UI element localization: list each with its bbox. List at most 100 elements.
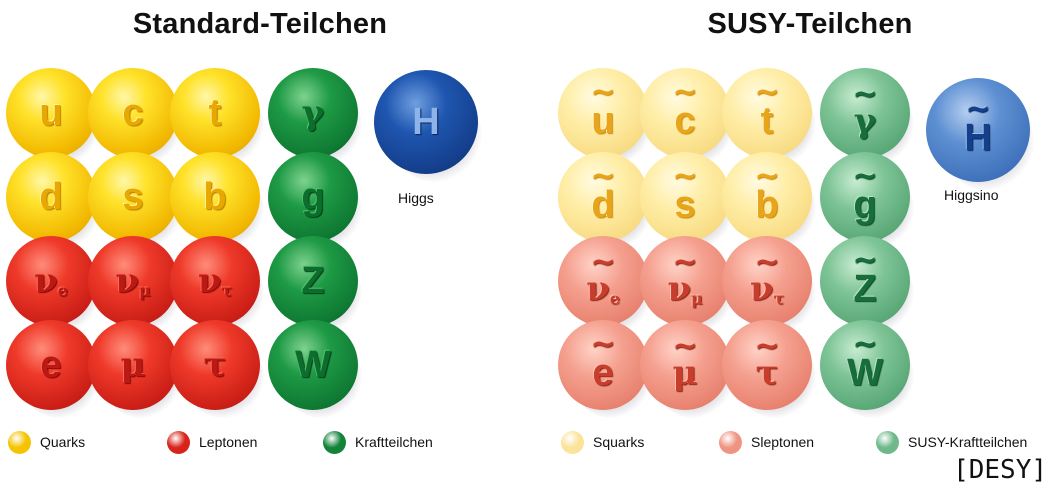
- legend-swatch: [167, 430, 190, 454]
- particle-sphere: g: [268, 152, 358, 242]
- particle-sphere: ~γ: [820, 68, 910, 158]
- legend-label: Quarks: [40, 434, 86, 450]
- standard-legend-item: Leptonen: [167, 430, 257, 454]
- particle-symbol: e: [40, 344, 62, 386]
- particle-symbol: μ: [120, 345, 146, 385]
- tilde-mark: ~: [754, 329, 780, 364]
- legend-label: Leptonen: [199, 434, 258, 450]
- higgs-symbol: H: [412, 101, 440, 143]
- particle-sphere: ~e: [558, 320, 648, 410]
- particle-sphere: b: [170, 152, 260, 242]
- legend-swatch: [323, 430, 346, 454]
- particle-sphere: ~c: [640, 68, 730, 158]
- susy-particle-r2-c3: ~b: [722, 152, 816, 250]
- particle-symbol: t: [760, 100, 774, 142]
- legend-swatch: [876, 430, 899, 454]
- particle-sphere: ντ: [170, 236, 260, 326]
- susy-particle-r2-c2: ~s: [640, 152, 734, 250]
- higgsino-caption: Higgsino: [944, 187, 999, 203]
- particle-sphere: ~t: [722, 68, 812, 158]
- tilde-mark: ~: [852, 327, 878, 362]
- particle-sphere: ~g: [820, 152, 910, 242]
- particle-symbol: ντ: [197, 260, 233, 301]
- particle-symbol: b: [203, 176, 227, 218]
- particle-symbol: c: [122, 92, 144, 134]
- tilde-mark: ~: [672, 75, 698, 110]
- tilde-mark: ~: [754, 244, 780, 280]
- particle-subscript: μ: [138, 280, 151, 300]
- legend-label: Sleptonen: [751, 434, 815, 450]
- standard-particle-r1-c2: c: [88, 68, 182, 166]
- particle-subscript: μ: [690, 288, 703, 308]
- susy-particle-r1-c3: ~t: [722, 68, 816, 166]
- particle-symbol: t: [208, 92, 222, 134]
- standard-particles-title: Standard-Teilchen: [132, 8, 388, 40]
- particle-sphere: ~W: [820, 320, 910, 410]
- particle-sphere: νμ: [88, 236, 178, 326]
- standard-particle-r3-c3: ντ: [170, 236, 264, 334]
- particle-symbol: γ: [853, 101, 877, 141]
- standard-particle-r1-c4: γ: [268, 68, 362, 166]
- particle-symbol: u: [39, 92, 63, 134]
- higgs-caption: Higgs: [398, 190, 434, 206]
- standard-particle-r1-c3: t: [170, 68, 264, 166]
- particle-subscript: τ: [773, 288, 785, 308]
- source-credit: [DESY]: [953, 455, 1047, 485]
- legend-swatch: [8, 430, 31, 454]
- particle-sphere: e: [6, 320, 96, 410]
- standard-legend-item: Quarks: [8, 430, 85, 454]
- susy-particle-r2-c1: ~d: [558, 152, 652, 250]
- tilde-mark: ~: [672, 159, 698, 194]
- particle-symbol: μ: [672, 353, 698, 393]
- particle-symbol: τ: [203, 345, 227, 385]
- susy-particle-r2-c4: ~g: [820, 152, 914, 250]
- standard-particle-r2-c2: s: [88, 152, 182, 250]
- particle-sphere: ~d: [558, 152, 648, 242]
- tilde-mark: ~: [852, 77, 878, 112]
- particle-symbol: g: [853, 184, 877, 226]
- standard-particle-r4-c3: τ: [170, 320, 264, 418]
- particle-sphere: u: [6, 68, 96, 158]
- susy-legend-item: Squarks: [561, 430, 644, 454]
- standard-particle-r4-c1: e: [6, 320, 100, 418]
- particle-sphere: W: [268, 320, 358, 410]
- particle-symbol: d: [39, 176, 63, 218]
- tilde-mark: ~: [754, 75, 780, 110]
- particle-sphere: t: [170, 68, 260, 158]
- standard-particle-r1-c1: u: [6, 68, 100, 166]
- standard-particle-r2-c3: b: [170, 152, 264, 250]
- higgsino-symbol: H: [964, 117, 992, 159]
- particle-symbol: b: [755, 184, 779, 226]
- particle-sphere: c: [88, 68, 178, 158]
- particle-symbol: ντ: [749, 268, 785, 309]
- susy-particle-r3-c3: ~ντ: [722, 236, 816, 334]
- particle-sphere: s: [88, 152, 178, 242]
- susy-particle-r1-c2: ~c: [640, 68, 734, 166]
- particle-symbol: νe: [34, 260, 68, 301]
- particle-sphere: γ: [268, 68, 358, 158]
- standard-particle-r3-c2: νμ: [88, 236, 182, 334]
- tilde-mark: ~: [590, 244, 616, 280]
- susy-particle-r1-c1: ~u: [558, 68, 652, 166]
- susy-legend-item: Sleptonen: [719, 430, 814, 454]
- susy-particle-r3-c4: ~Z: [820, 236, 914, 334]
- particle-sphere: νe: [6, 236, 96, 326]
- particle-symbol: Z: [301, 260, 325, 302]
- susy-particles-title: SUSY-Teilchen: [707, 8, 913, 40]
- particle-subscript: τ: [221, 280, 233, 300]
- tilde-mark: ~: [852, 243, 878, 278]
- particle-sphere: ~μ: [640, 320, 730, 410]
- standard-particle-r4-c2: μ: [88, 320, 182, 418]
- particle-symbol: γ: [301, 93, 325, 133]
- susy-particle-r4-c4: ~W: [820, 320, 914, 418]
- higgsino-tilde: ~: [965, 92, 991, 127]
- standard-particle-r2-c1: d: [6, 152, 100, 250]
- standard-particle-r2-c4: g: [268, 152, 362, 250]
- susy-particle-r4-c2: ~μ: [640, 320, 734, 418]
- particle-sphere: μ: [88, 320, 178, 410]
- particle-sphere: Z: [268, 236, 358, 326]
- particle-symbol: W: [847, 352, 883, 394]
- particle-symbol: u: [591, 100, 615, 142]
- legend-label: SUSY-Kraftteilchen: [908, 434, 1028, 450]
- particle-sphere: ~νμ: [640, 236, 730, 326]
